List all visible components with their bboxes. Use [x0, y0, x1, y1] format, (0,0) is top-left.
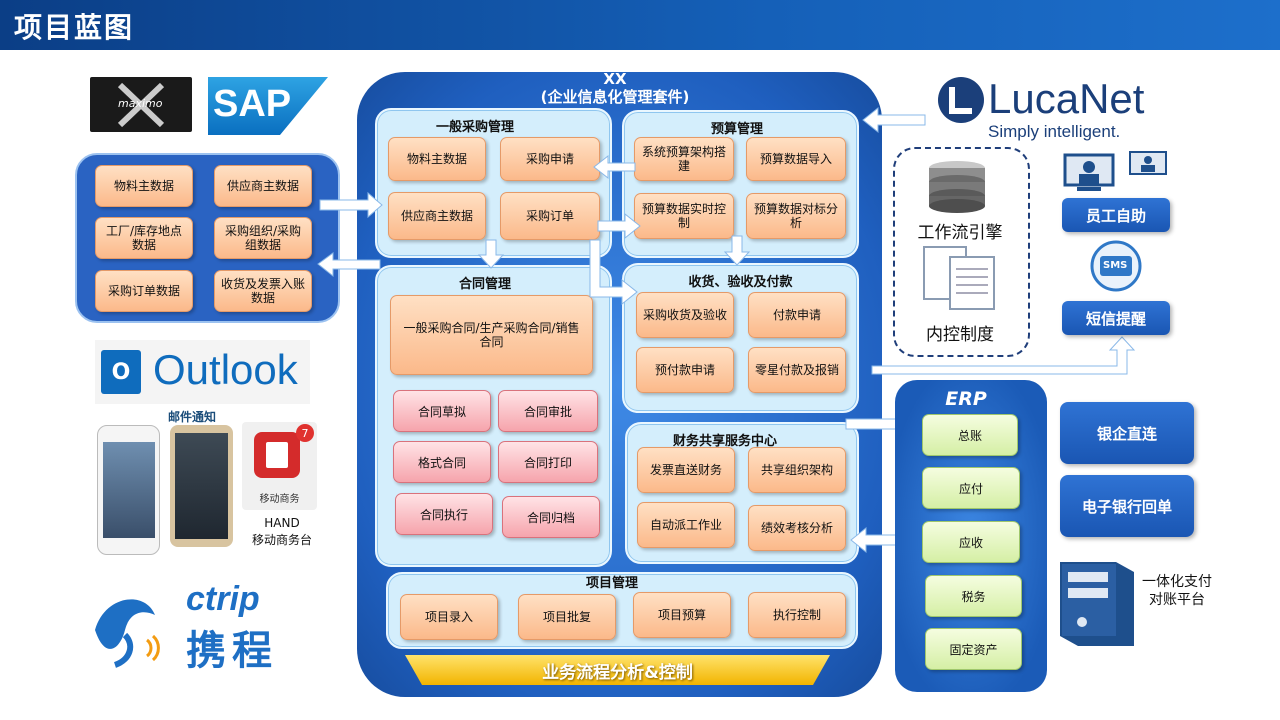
- sms-button: 短信提醒: [1062, 301, 1170, 335]
- computer-user-icon-small: [1128, 150, 1168, 180]
- erp-ap: 应付: [922, 467, 1020, 509]
- procurement-title: 一般采购管理: [435, 120, 514, 135]
- computer-user-icon: [1063, 153, 1115, 193]
- outlook-logo: O Outlook: [95, 340, 310, 404]
- erp-tax: 税务: [925, 575, 1022, 617]
- master-gr-invoice: 收货及发票入账数据: [214, 270, 312, 312]
- proc-supplier: 供应商主数据: [388, 192, 486, 240]
- fin-org: 共享组织架构: [748, 447, 846, 493]
- phone-gold-screen: [175, 433, 228, 539]
- project-title: 项目管理: [585, 576, 638, 591]
- proj-budget: 项目预算: [633, 592, 731, 638]
- maximo-x-icon: [117, 82, 165, 128]
- erp-gl: 总账: [922, 414, 1018, 456]
- contract-approve: 合同审批: [498, 390, 598, 432]
- erp-fixed-assets: 固定资产: [925, 628, 1022, 670]
- bank-connect-button: 银企直连: [1060, 402, 1194, 464]
- contract-print: 合同打印: [498, 441, 598, 483]
- proj-approve: 项目批复: [518, 594, 616, 640]
- arrow-lucanet-to-budget: [862, 106, 926, 134]
- master-supplier: 供应商主数据: [214, 165, 312, 207]
- sms-icon-text: SMS: [1103, 260, 1128, 271]
- recv-petty: 零星付款及报销: [748, 347, 846, 393]
- erp-ar: 应收: [922, 521, 1020, 563]
- database-icon: [927, 160, 987, 214]
- pay-platform-label: 一体化支付对账平台: [1142, 574, 1212, 608]
- workflow-group: [893, 147, 1030, 357]
- receiving-title: 收货、验收及付款: [688, 275, 793, 290]
- recv-prepayment: 预付款申请: [636, 347, 734, 393]
- proj-control: 执行控制: [748, 592, 846, 638]
- header-bar: [0, 0, 1280, 50]
- contract-archive: 合同归档: [502, 496, 600, 538]
- ctrip-cn-text: 携程: [186, 628, 278, 674]
- master-po: 采购订单数据: [95, 270, 193, 312]
- contract-template: 格式合同: [393, 441, 491, 483]
- mobile-app-label: 移动商务: [259, 494, 300, 505]
- workflow-engine-label: 工作流引擎: [917, 223, 1003, 243]
- contract-title: 合同管理: [458, 277, 511, 292]
- contract-execute: 合同执行: [395, 493, 493, 535]
- arrow-recv-to-sms: [871, 336, 1136, 375]
- recv-payment-req: 付款申请: [748, 292, 846, 338]
- self-service-button: 员工自助: [1062, 198, 1170, 232]
- phone-white: [97, 425, 160, 555]
- arrow-budget-to-recv: [723, 235, 751, 266]
- fin-kpi: 绩效考核分析: [748, 505, 846, 551]
- arrow-proc-to-master: [317, 252, 381, 278]
- hand-label-line1: HAND: [264, 516, 300, 530]
- fin-invoice: 发票直送财务: [637, 447, 735, 493]
- lucanet-logo-text: LucaNet: [988, 75, 1145, 122]
- process-banner: 业务流程分析&控制: [405, 655, 830, 685]
- proc-request: 采购申请: [500, 137, 600, 181]
- mail-label: 邮件通知: [168, 410, 217, 424]
- documents-icon: [922, 245, 1000, 311]
- suite-title-line2: (企业信息化管理套件): [540, 88, 690, 106]
- budget-import: 预算数据导入: [746, 137, 846, 181]
- outlook-logo-text: Outlook: [153, 346, 298, 393]
- master-purchase-org: 采购组织/采购组数据: [214, 217, 312, 259]
- budget-benchmark: 预算数据对标分析: [746, 193, 846, 239]
- budget-structure: 系统预算架构搭建: [634, 137, 734, 181]
- proc-order: 采购订单: [500, 192, 600, 240]
- arrow-proc-to-contract: [477, 239, 505, 269]
- app-badge: 7: [296, 424, 314, 442]
- mobile-app-icon: [254, 432, 300, 478]
- finance-title: 财务共享服务中心: [672, 434, 777, 449]
- arrow-budget-to-proc: [593, 154, 636, 180]
- contract-draft: 合同草拟: [393, 390, 491, 432]
- maximo-logo-text: maximo: [118, 97, 163, 110]
- contract-main: 一般采购合同/生产采购合同/销售合同: [390, 295, 593, 375]
- fin-dispatch: 自动派工作业: [637, 502, 735, 548]
- sap-logo-text: SAP: [213, 83, 292, 125]
- ctrip-en-text: ctrip: [186, 580, 260, 618]
- phone-white-screen: [103, 442, 155, 538]
- proj-entry: 项目录入: [400, 594, 498, 640]
- arrow-proc-to-budget: [597, 212, 641, 240]
- budget-title: 预算管理: [710, 122, 763, 137]
- outlook-icon: O: [101, 350, 141, 394]
- lucanet-tagline: Simply intelligent.: [988, 122, 1121, 141]
- recv-goods: 采购收货及验收: [636, 292, 734, 338]
- arrow-master-to-proc: [319, 191, 383, 219]
- erp-title: ERP: [945, 388, 987, 410]
- lucanet-logo-icon: [938, 77, 984, 123]
- master-plant: 工厂/库存地点数据: [95, 217, 193, 259]
- ctrip-dolphin-icon: [85, 590, 170, 670]
- budget-realtime: 预算数据实时控制: [634, 193, 734, 239]
- proc-material: 物料主数据: [388, 137, 486, 181]
- ebank-receipt-button: 电子银行回单: [1060, 475, 1194, 537]
- server-icon: [1058, 560, 1136, 648]
- internal-control-label: 内控制度: [926, 325, 994, 345]
- suite-title-line1: XX: [603, 70, 627, 88]
- sms-icon: SMS: [1088, 238, 1144, 294]
- mobile-app-tile: 7 移动商务: [242, 422, 317, 510]
- page-title: 项目蓝图: [14, 11, 135, 44]
- master-material: 物料主数据: [95, 165, 193, 207]
- phone-gold: [170, 425, 233, 547]
- hand-label-line2: 移动商务台: [251, 533, 312, 547]
- maximo-logo: maximo: [90, 77, 192, 132]
- arrow-order-to-recv: [589, 239, 638, 306]
